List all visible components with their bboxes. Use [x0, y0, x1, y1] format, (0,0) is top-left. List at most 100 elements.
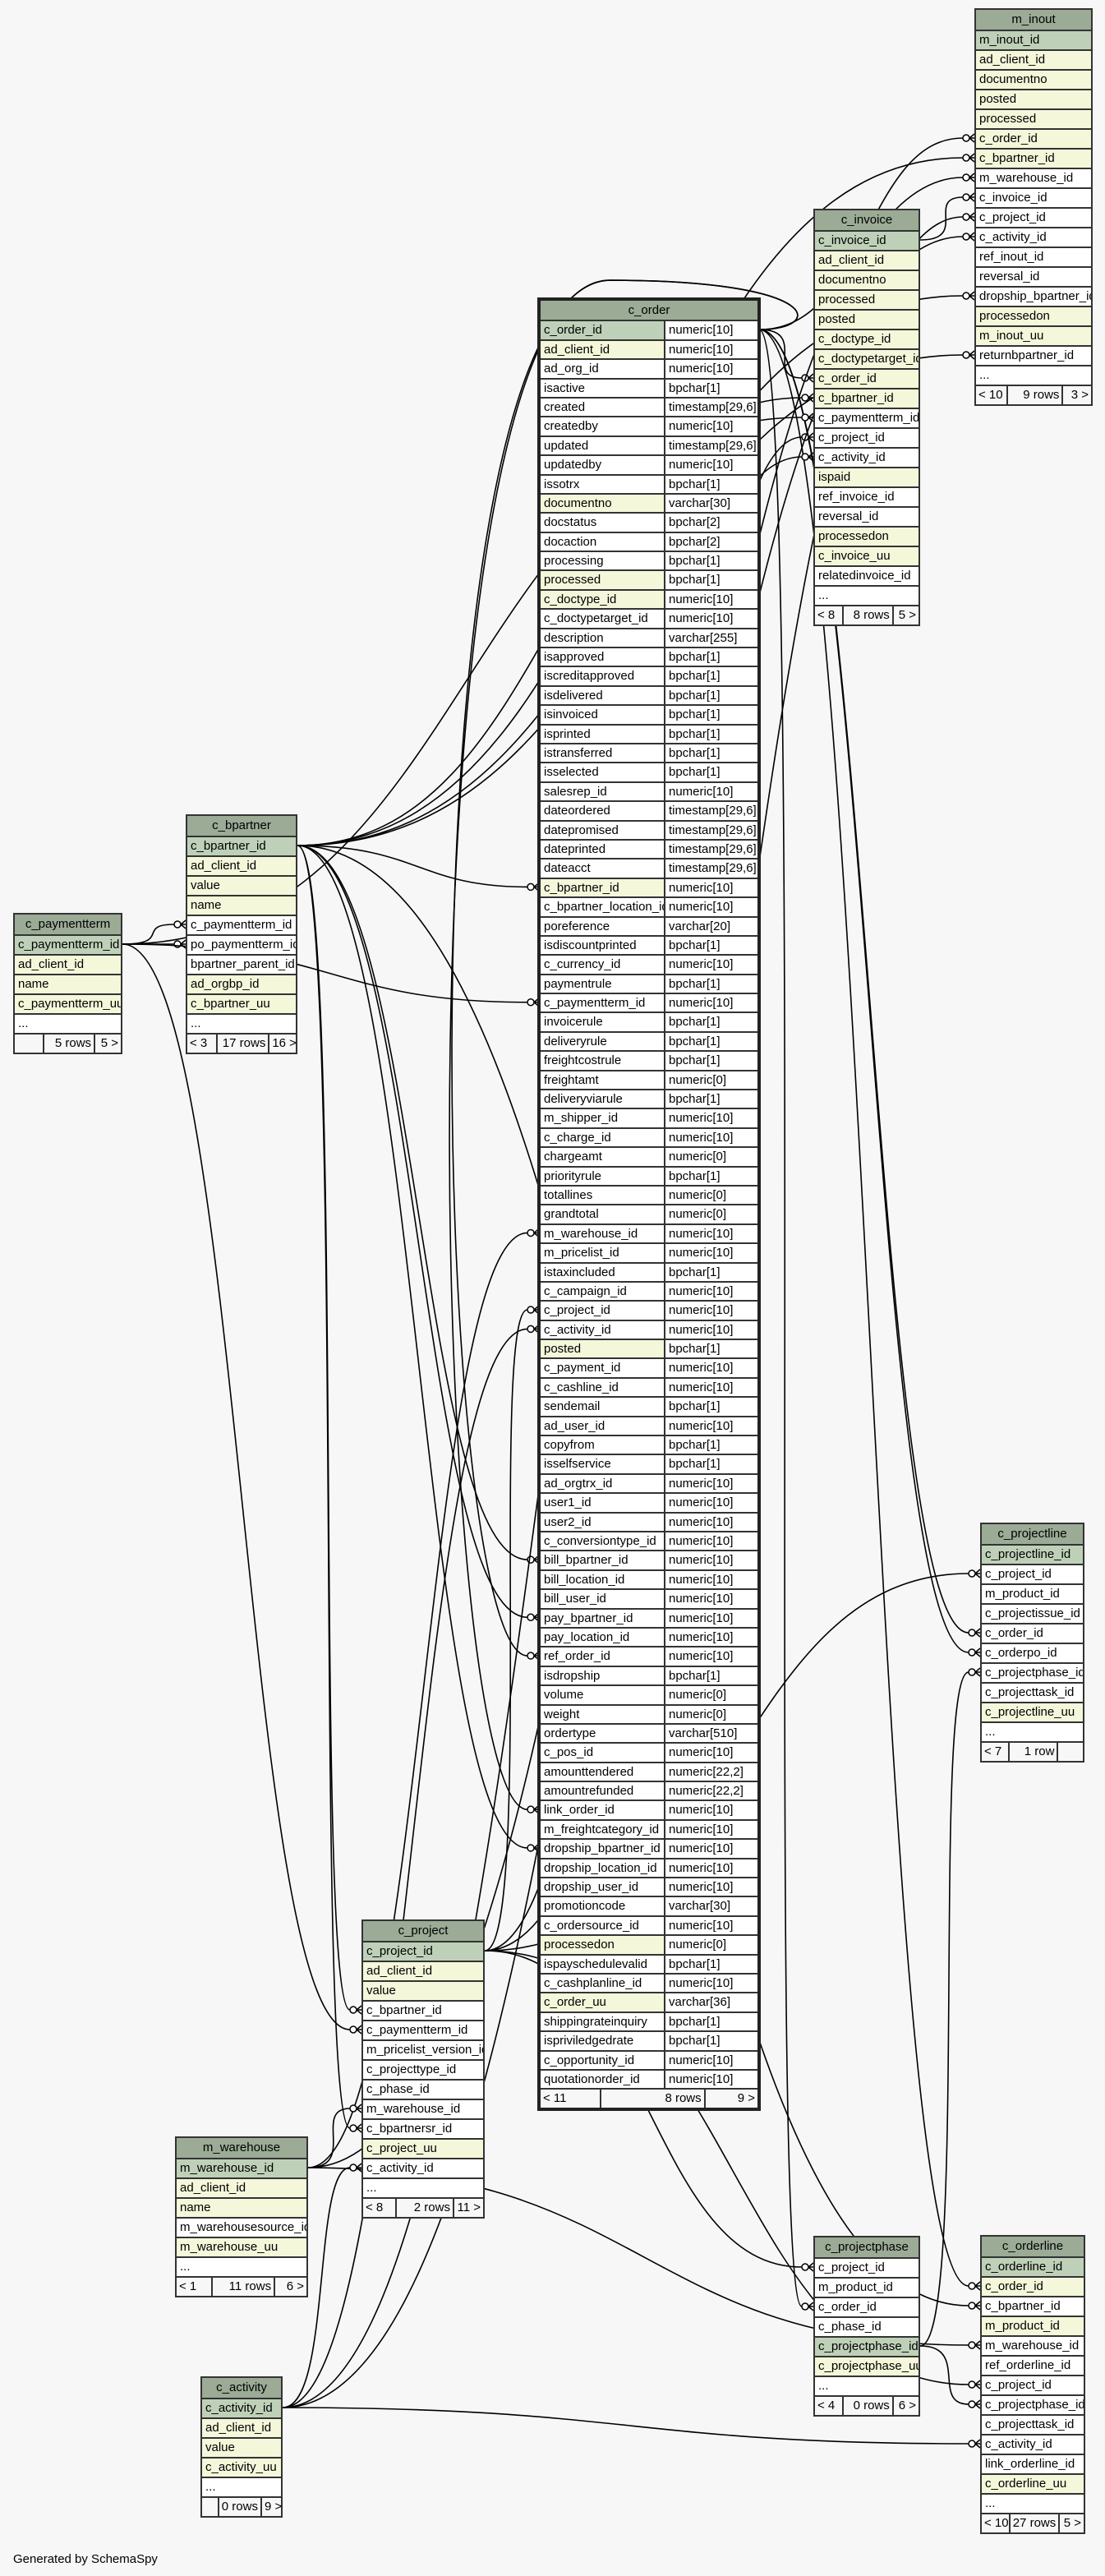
column-row[interactable]: ref_inout_id [976, 247, 1091, 266]
column-row[interactable]: m_warehousesource_id [177, 2217, 306, 2237]
column-row[interactable]: m_pricelist_version_id [363, 2039, 483, 2059]
table-title[interactable]: c_projectphase [815, 2237, 919, 2257]
more-columns-row[interactable]: ... [982, 1721, 1083, 1741]
column-row[interactable]: c_doctype_id [815, 329, 919, 348]
column-row[interactable]: c_bpartner_id [982, 2296, 1084, 2316]
column-row[interactable]: returnbpartner_id [976, 345, 1091, 365]
table-title[interactable]: m_warehouse [177, 2138, 306, 2158]
column-row[interactable]: name [187, 895, 296, 915]
column-row[interactable]: ad_client_id [177, 2177, 306, 2197]
column-row[interactable]: c_project_id [976, 207, 1091, 227]
table-title[interactable]: m_inout [976, 10, 1091, 30]
parent-count-link[interactable]: < 11 [541, 2090, 601, 2108]
column-row[interactable]: c_bpartner_id [187, 836, 296, 855]
column-row[interactable]: bpartner_parent_id [187, 954, 296, 974]
column-row[interactable]: ad_client_id [976, 49, 1091, 69]
parent-count-link[interactable] [202, 2498, 219, 2516]
more-columns-row[interactable]: ... [202, 2477, 281, 2496]
column-row[interactable]: processedon [976, 306, 1091, 325]
table-title[interactable]: c_orderline [982, 2237, 1084, 2256]
column-row[interactable]: reversal_id [815, 506, 919, 526]
column-row[interactable]: c_bpartnersr_id [363, 2118, 483, 2138]
parent-count-link[interactable] [15, 1035, 45, 1053]
column-row[interactable]: c_projecttype_id [363, 2059, 483, 2079]
column-row[interactable]: c_invoice_id [815, 230, 919, 250]
column-row[interactable]: reversal_id [976, 266, 1091, 286]
column-row[interactable]: c_project_id [815, 2257, 919, 2277]
column-row[interactable]: c_orderline_id [982, 2256, 1084, 2276]
column-row[interactable]: c_activity_id [363, 2158, 483, 2177]
child-count-link[interactable]: 16 > [272, 1036, 297, 1050]
more-columns-row[interactable]: ... [976, 365, 1091, 385]
column-row[interactable]: processed [976, 108, 1091, 128]
column-row[interactable]: ad_orgbp_id [187, 974, 296, 993]
column-row[interactable]: link_orderline_id [982, 2454, 1084, 2473]
column-row[interactable]: name [177, 2197, 306, 2217]
column-row[interactable]: c_projectline_uu [982, 1702, 1083, 1721]
column-row[interactable]: processedon [815, 526, 919, 546]
column-row[interactable]: name [15, 974, 121, 993]
child-count-link[interactable]: 6 > [286, 2279, 304, 2293]
child-count-link[interactable]: 6 > [898, 2399, 916, 2412]
more-columns-row[interactable]: ... [815, 2376, 919, 2395]
column-row[interactable]: m_warehouse_id [363, 2099, 483, 2118]
column-row[interactable]: c_order_id [815, 2297, 919, 2316]
column-row[interactable]: m_product_id [982, 2316, 1084, 2335]
column-row[interactable]: c_projecttask_id [982, 1682, 1083, 1702]
table-title[interactable]: c_invoice [815, 210, 919, 230]
column-row[interactable]: m_inout_id [976, 30, 1091, 49]
column-row[interactable]: c_activity_id [202, 2398, 281, 2417]
child-count-link[interactable]: 9 > [737, 2091, 755, 2106]
column-row[interactable]: c_phase_id [363, 2079, 483, 2099]
column-row[interactable]: ad_client_id [202, 2417, 281, 2437]
parent-count-link[interactable]: < 3 [187, 1035, 218, 1053]
column-row[interactable]: ad_client_id [15, 954, 121, 974]
column-row[interactable]: c_order_id [982, 2276, 1084, 2296]
column-row[interactable]: c_order_id [982, 1623, 1083, 1643]
table-title[interactable]: c_bpartner [187, 816, 296, 836]
